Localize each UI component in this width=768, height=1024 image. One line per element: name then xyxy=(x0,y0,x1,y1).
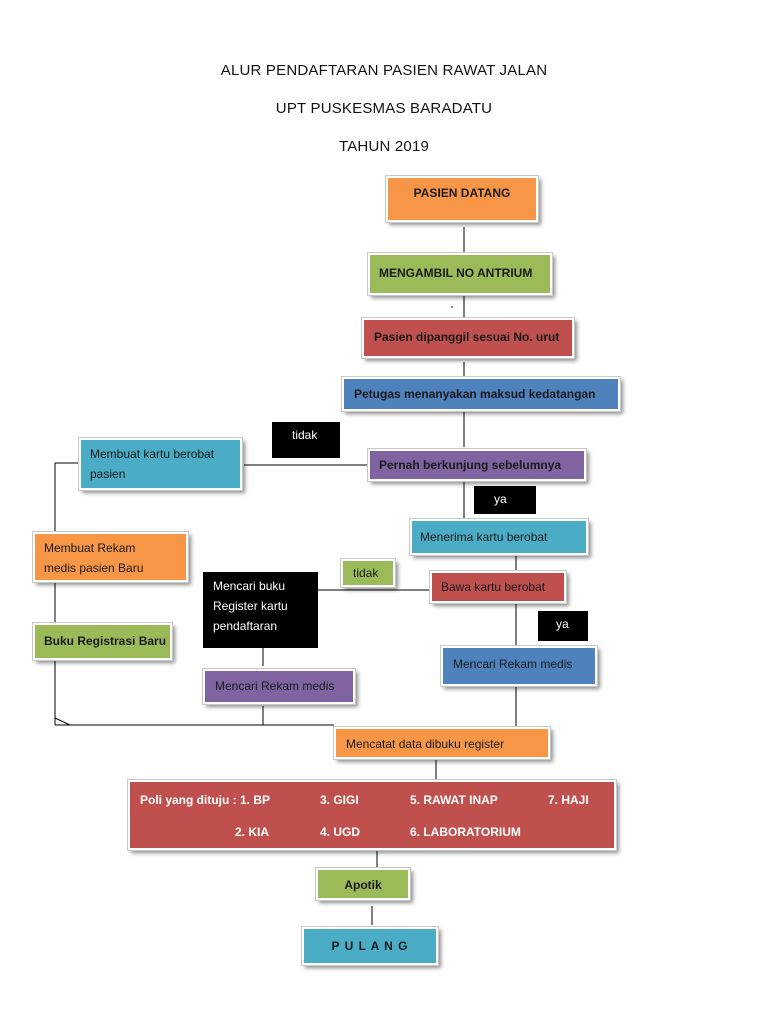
step-membuat-rekam-medis-baru: Membuat Rekam medis pasien Baru xyxy=(32,531,189,583)
step-pulang: P U L A N G xyxy=(301,926,439,966)
poli-item-4: 4. UGD xyxy=(320,825,361,839)
step-mencari-buku-register: Mencari buku Register kartu pendaftaran xyxy=(203,572,318,648)
poli-item-1: Poli yang dituju : 1. BP xyxy=(140,793,271,807)
poli-item-7: 7. HAJI xyxy=(548,793,589,807)
poli-item-3: 3. GIGI xyxy=(320,793,359,807)
label-ya-2: ya xyxy=(538,611,588,641)
poli-item-2: 2. KIA xyxy=(235,825,270,839)
step-petugas-menanyakan: Petugas menanyakan maksud kedatangan xyxy=(341,376,621,412)
step-apotik: Apotik xyxy=(315,867,411,901)
label-tidak-1: tidak xyxy=(272,422,340,458)
poli-item-5: 5. RAWAT INAP xyxy=(410,793,498,807)
poli-list: Poli yang dituju : 1. BP 3. GIGI 5. RAWA… xyxy=(127,779,617,851)
step-menerima-kartu: Menerima kartu berobat xyxy=(409,518,589,556)
step-membuat-kartu-berobat: Membuat kartu berobat pasien xyxy=(78,437,243,491)
step-mencatat-data: Mencatat data dibuku register xyxy=(333,726,551,760)
label-tidak-2: tidak xyxy=(340,558,396,588)
title-line-1: ALUR PENDAFTARAN PASIEN RAWAT JALAN xyxy=(220,62,548,79)
poli-item-6: 6. LABORATORIUM xyxy=(410,825,521,839)
step-buku-registrasi-baru: Buku Registrasi Baru xyxy=(32,622,173,661)
step-mengambil-no-antrian: MENGAMBIL NO ANTRIUM xyxy=(367,252,553,296)
title-line-3: TAHUN 2019 xyxy=(338,138,430,155)
step-pasien-dipanggil: Pasien dipanggil sesuai No. urut xyxy=(361,317,575,359)
step-mencari-rekam-medis-kiri: Mencari Rekam medis xyxy=(202,668,356,705)
label-ya-1: ya xyxy=(474,486,536,514)
decision-pernah-berkunjung: Pernah berkunjung sebelumnya xyxy=(367,448,587,482)
title-line-2: UPT PUSKESMAS BARADATU xyxy=(275,100,493,117)
step-bawa-kartu: Bawa kartu berobat xyxy=(429,570,567,604)
step-mencari-rekam-medis-kanan: Mencari Rekam medis xyxy=(440,645,598,687)
step-pasien-datang: PASIEN DATANG xyxy=(385,175,539,223)
